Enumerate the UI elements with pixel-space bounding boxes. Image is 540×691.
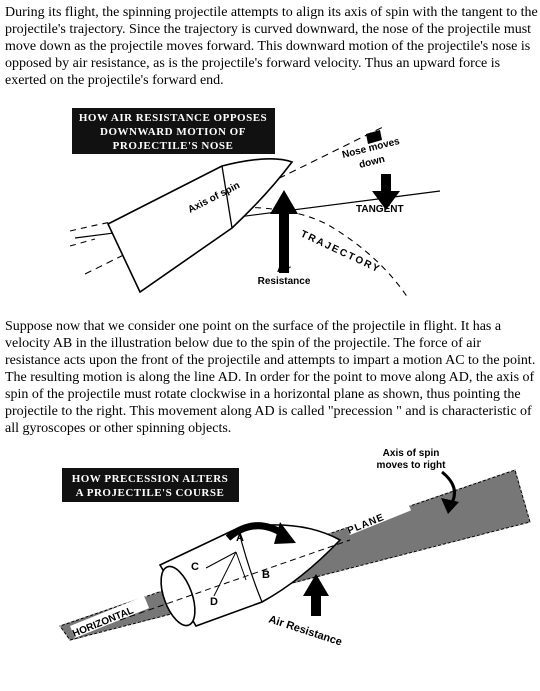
point-c-label: C (191, 561, 199, 573)
nose-hatch-icon (366, 130, 382, 144)
figure2-title-box (62, 468, 239, 502)
air-resistance-arrow-up (303, 574, 329, 616)
projectile-body (106, 158, 294, 294)
projectile-base (160, 565, 196, 627)
point-b-label: B (262, 569, 270, 581)
paragraph-trajectory: During its flight, the spinning projecti… (5, 5, 538, 88)
figure1-title-box (72, 108, 275, 154)
figure-precession-diagram: HOW PRECESSION ALTERS A PROJECTILE'S COU… (59, 448, 531, 648)
point-a-label: A (236, 532, 244, 544)
figure1-title-line2: DOWNWARD MOTION OF (100, 126, 246, 138)
air-resistance-label-line2: Resistance (258, 276, 311, 287)
nose-down-arrow (372, 174, 400, 210)
figure2-title-line1: HOW PRECESSION ALTERS (72, 473, 229, 485)
point-d-label: D (210, 596, 218, 608)
figure1-title-line1: HOW AIR RESISTANCE OPPOSES (79, 112, 267, 124)
figure2-title-line2: A PROJECTILE'S COURSE (76, 487, 225, 499)
air-resistance-label-line1: Air (277, 264, 291, 275)
axis-of-spin-line (84, 125, 386, 275)
nose-moves-label-line2: down (358, 154, 386, 171)
paragraph-precession: Suppose now that we consider one point o… (5, 319, 536, 436)
trajectory-label: TRAJECTORY (299, 229, 383, 276)
air-resistance-label: Air Resistance (267, 613, 343, 648)
axis-moves-label-line1: Axis of spin (383, 448, 440, 459)
tangent-label: TANGENT (356, 204, 404, 215)
figure-air-resistance-diagram: HOW AIR RESISTANCE OPPOSES DOWNWARD MOTI… (69, 108, 441, 299)
spin-axis-line (119, 539, 351, 621)
air-resistance-arrow-up (270, 190, 298, 273)
figure1-title-line3: PROJECTILE'S NOSE (113, 140, 234, 152)
axis-moves-label-line2: moves to right (377, 460, 447, 471)
